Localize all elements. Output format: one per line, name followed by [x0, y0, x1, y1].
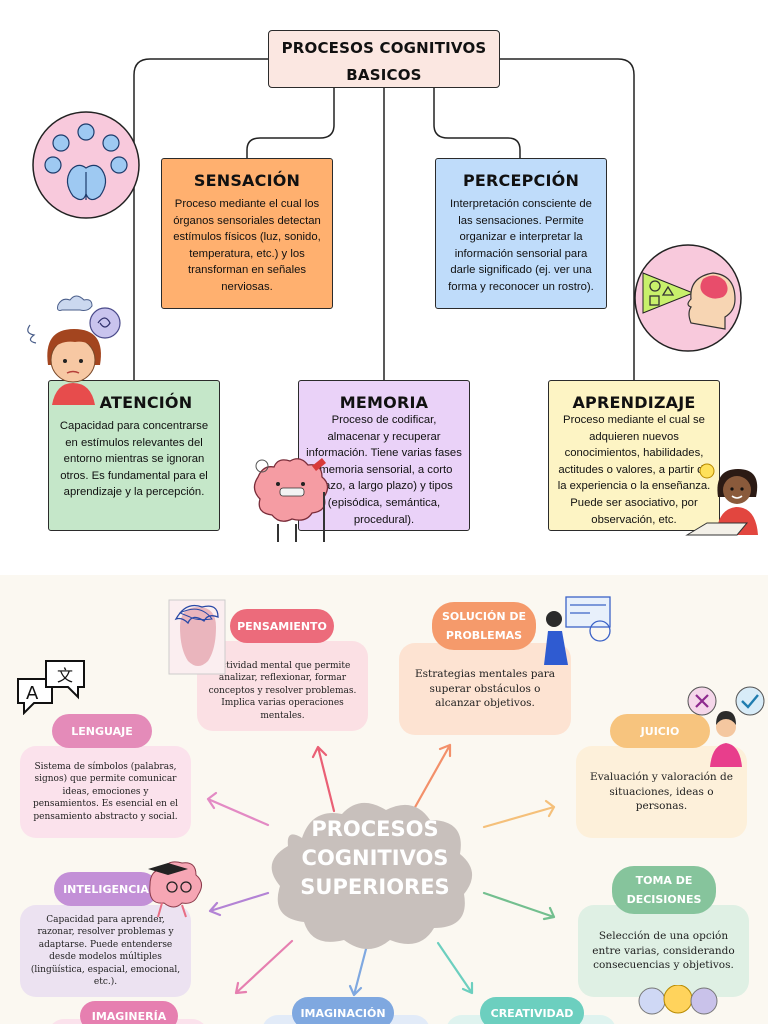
node-percepcion: PERCEPCIÓN Interpretación consciente de …	[435, 158, 607, 309]
face-shapes-icon	[634, 244, 742, 352]
pill-juicio: JUICIO	[610, 714, 710, 748]
brain-with-cane-icon	[253, 458, 329, 542]
right-wrong-person-icon	[687, 686, 765, 767]
senses-brain-icon	[32, 111, 140, 219]
pill-imagineria: IMAGINERÍA	[80, 1001, 178, 1024]
pill-lenguaje: LENGUAJE	[52, 714, 152, 748]
center-cloud	[271, 802, 473, 949]
pill-creatividad: CREATIVIDAD	[480, 997, 584, 1024]
node-aprendizaje: APRENDIZAJE Proceso mediante el cual se …	[548, 380, 720, 531]
node-atencion: ATENCIÓN Capacidad para concentrarse en …	[48, 380, 220, 531]
line-to-atencion	[133, 58, 268, 382]
connector-lines	[133, 58, 635, 382]
arrows	[206, 743, 556, 997]
card-lenguaje: Sistema de símbolos (palabras, signos) q…	[20, 746, 191, 838]
root-node: PROCESOS COGNITIVOS BASICOS	[268, 30, 500, 88]
line-to-aprendizaje	[500, 58, 635, 382]
pill-toma: TOMA DE DECISIONES	[612, 866, 716, 914]
card-text: Selección de una opción entre varias, co…	[592, 930, 735, 972]
card-text: Capacidad para aprender, razonar, resolv…	[30, 914, 181, 988]
node-text: Proceso de codificar, almacenar y recupe…	[306, 414, 462, 526]
node-title: ATENCIÓN	[99, 393, 193, 412]
card-text: Actividad mental que permite analizar, r…	[208, 660, 357, 721]
brain-glasses-icon	[148, 861, 202, 918]
pill-imaginacion: IMAGINACIÓN	[292, 997, 394, 1024]
card-inteligencia: Capacidad para aprender, razonar, resolv…	[20, 905, 191, 997]
student-idea-icon	[685, 463, 758, 536]
card-text: Evaluación y valoración de situaciones, …	[590, 771, 733, 813]
svg-text:A: A	[26, 683, 39, 704]
card-solucion: Estrategias mentales para superar obstác…	[399, 643, 571, 735]
center-title: PROCESOS COGNITIVOS SUPERIORES	[300, 817, 450, 899]
line-to-percepcion	[433, 88, 521, 159]
line-to-sensacion	[246, 88, 335, 159]
translate-speech-icon: A 文	[17, 660, 85, 715]
pill-pensamiento: PENSAMIENTO	[230, 609, 334, 643]
node-title: PERCEPCIÓN	[462, 171, 580, 190]
pill-inteligencia: INTELIGENCIA	[54, 872, 158, 906]
pill-solucion: SOLUCIÓN DE PROBLEMAS	[432, 602, 536, 650]
node-title: APRENDIZAJE	[572, 393, 696, 412]
node-title: MEMORIA	[339, 393, 429, 412]
problem-solving-person-icon	[544, 596, 611, 665]
basic-processes-map: PROCESOS COGNITIVOS BASICOS SENSACIÓN Pr…	[27, 30, 758, 542]
node-sensacion: SENSACIÓN Proceso mediante el cual los ó…	[161, 158, 333, 309]
svg-text:文: 文	[57, 666, 73, 685]
tangled-mind-head-icon	[168, 599, 226, 675]
lightbulbs-icon	[638, 985, 718, 1015]
node-text: Capacidad para concentrarse en estímulos…	[59, 420, 209, 499]
card-text: Estrategias mentales para superar obstác…	[414, 668, 556, 710]
root-title: PROCESOS COGNITIVOS BASICOS	[281, 39, 487, 84]
node-text: Interpretación consciente de las sensaci…	[448, 198, 594, 293]
card-toma: Selección de una opción entre varias, co…	[578, 905, 749, 997]
confused-child-icon	[27, 295, 121, 405]
higher-processes-map: PROCESOS COGNITIVOS SUPERIORES Actividad…	[0, 575, 768, 1024]
node-text: Proceso mediante el cual se adquieren nu…	[557, 414, 711, 526]
node-title: SENSACIÓN	[193, 171, 301, 190]
card-juicio: Evaluación y valoración de situaciones, …	[576, 746, 747, 838]
node-text: Proceso mediante el cual los órganos sen…	[173, 198, 321, 293]
node-memoria: MEMORIA Proceso de codificar, almacenar …	[298, 380, 470, 531]
card-text: Sistema de símbolos (palabras, signos) q…	[32, 761, 179, 822]
